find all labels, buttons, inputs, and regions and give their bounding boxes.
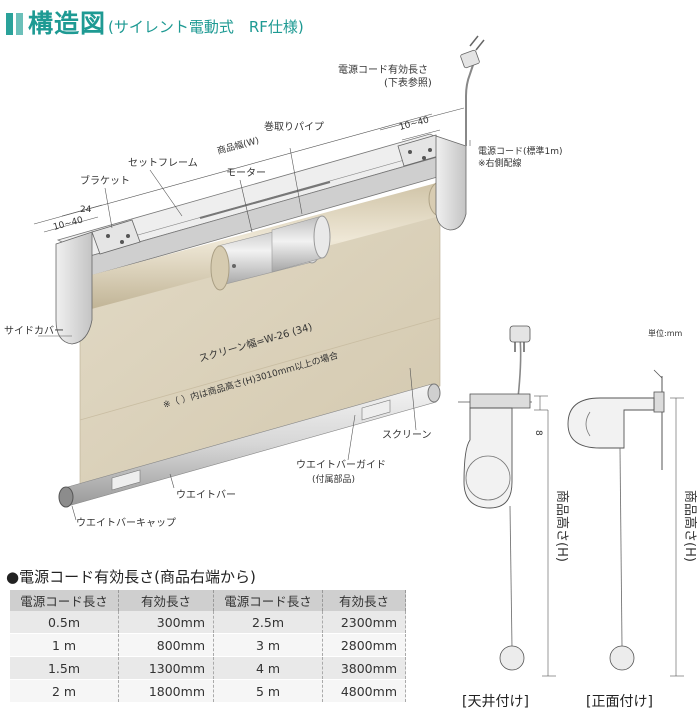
label-roll-pipe: 巻取りパイプ bbox=[264, 121, 324, 133]
label-screen: スクリーン bbox=[382, 429, 432, 441]
headbox-frame bbox=[56, 133, 464, 277]
table-header-cell: 電源コード長さ bbox=[10, 590, 119, 611]
label-product-width: 商品幅(W) bbox=[216, 134, 261, 157]
table-row: 1 m 800mm 3 m 2800mm bbox=[10, 633, 406, 657]
label-height-right: 商品高さ(H) bbox=[682, 490, 697, 562]
table-header-cell: 電源コード長さ bbox=[213, 590, 323, 611]
label-dim-8: 8 bbox=[533, 430, 543, 436]
label-ceiling-mount: [天井付け] bbox=[462, 694, 529, 710]
table-row: 1.5m 1300mm 4 m 3800mm bbox=[10, 656, 406, 680]
title-mark-icon bbox=[6, 13, 24, 35]
label-dim-24: 24 bbox=[80, 205, 92, 215]
label-cord-length: 電源コード有効長さ bbox=[338, 63, 428, 76]
table-row: 2 m 1800mm 5 m 4800mm bbox=[10, 679, 406, 703]
table-cell: 1.5m bbox=[10, 656, 119, 680]
side-view-ceiling-mount bbox=[458, 325, 556, 677]
table-heading: ●電源コード有効長さ(商品右端から) bbox=[6, 568, 256, 586]
title-main: 構造図 bbox=[28, 9, 107, 38]
label-height-left: 商品高さ(H) bbox=[554, 490, 570, 562]
label-unit: 単位:mm bbox=[648, 328, 682, 338]
table-header-cell: 有効長さ bbox=[322, 590, 406, 611]
table-cell: 800mm bbox=[118, 633, 214, 657]
table-cell: 4 m bbox=[213, 656, 323, 680]
label-front-mount: [正面付け] bbox=[586, 694, 653, 710]
power-cord bbox=[460, 35, 485, 146]
label-attached-parts: (付属部品) bbox=[312, 473, 355, 485]
table-cell: 4800mm bbox=[322, 679, 406, 703]
table-header-row: 電源コード長さ 有効長さ 電源コード長さ 有効長さ bbox=[10, 590, 406, 611]
table-cell: 3 m bbox=[213, 633, 323, 657]
label-motor: モーター bbox=[226, 167, 266, 179]
page-title: 構造図 (サイレント電動式 RF仕様) bbox=[6, 4, 304, 38]
title-sub: (サイレント電動式 RF仕様) bbox=[108, 18, 304, 36]
table-cell: 1300mm bbox=[118, 656, 214, 680]
label-bracket: ブラケット bbox=[80, 174, 130, 187]
table-cell: 0.5m bbox=[10, 611, 119, 634]
table-cell: 5 m bbox=[213, 679, 323, 703]
table-cell: 2.5m bbox=[213, 611, 323, 634]
dimension-lines bbox=[33, 107, 471, 521]
brackets bbox=[91, 134, 443, 255]
table-cell: 2300mm bbox=[322, 611, 406, 634]
label-cord-standard: 電源コード(標準1m) bbox=[478, 145, 563, 157]
table-row: 0.5m 300mm 2.5m 2300mm bbox=[10, 611, 406, 634]
label-side-cover: サイドカバー bbox=[4, 325, 64, 337]
side-cover bbox=[55, 135, 467, 345]
table-cell: 2 m bbox=[10, 679, 119, 703]
table-cell: 300mm bbox=[118, 611, 214, 634]
table-cell: 1 m bbox=[10, 633, 119, 657]
label-weight-bar: ウエイトバー bbox=[176, 489, 236, 501]
table-cell: 1800mm bbox=[118, 679, 214, 703]
side-view-front-mount bbox=[567, 369, 684, 677]
cord-length-table: 電源コード長さ 有効長さ 電源コード長さ 有効長さ 0.5m 300mm 2.5… bbox=[10, 590, 406, 703]
table-cell: 3800mm bbox=[322, 656, 406, 680]
label-cord-right: ※右側配線 bbox=[478, 157, 522, 169]
label-cord-length-ref: (下表参照) bbox=[384, 76, 432, 89]
label-dim-10-40-right: 10~40 bbox=[398, 115, 430, 133]
table-cell: 2800mm bbox=[322, 633, 406, 657]
weight-bar bbox=[58, 383, 441, 508]
table-header-cell: 有効長さ bbox=[118, 590, 214, 611]
label-weight-bar-guide: ウエイトバーガイド bbox=[296, 459, 386, 471]
label-weight-bar-cap: ウエイトバーキャップ bbox=[76, 517, 176, 529]
label-set-frame: セットフレーム bbox=[128, 157, 198, 169]
roll-pipe-exposed bbox=[210, 215, 331, 291]
